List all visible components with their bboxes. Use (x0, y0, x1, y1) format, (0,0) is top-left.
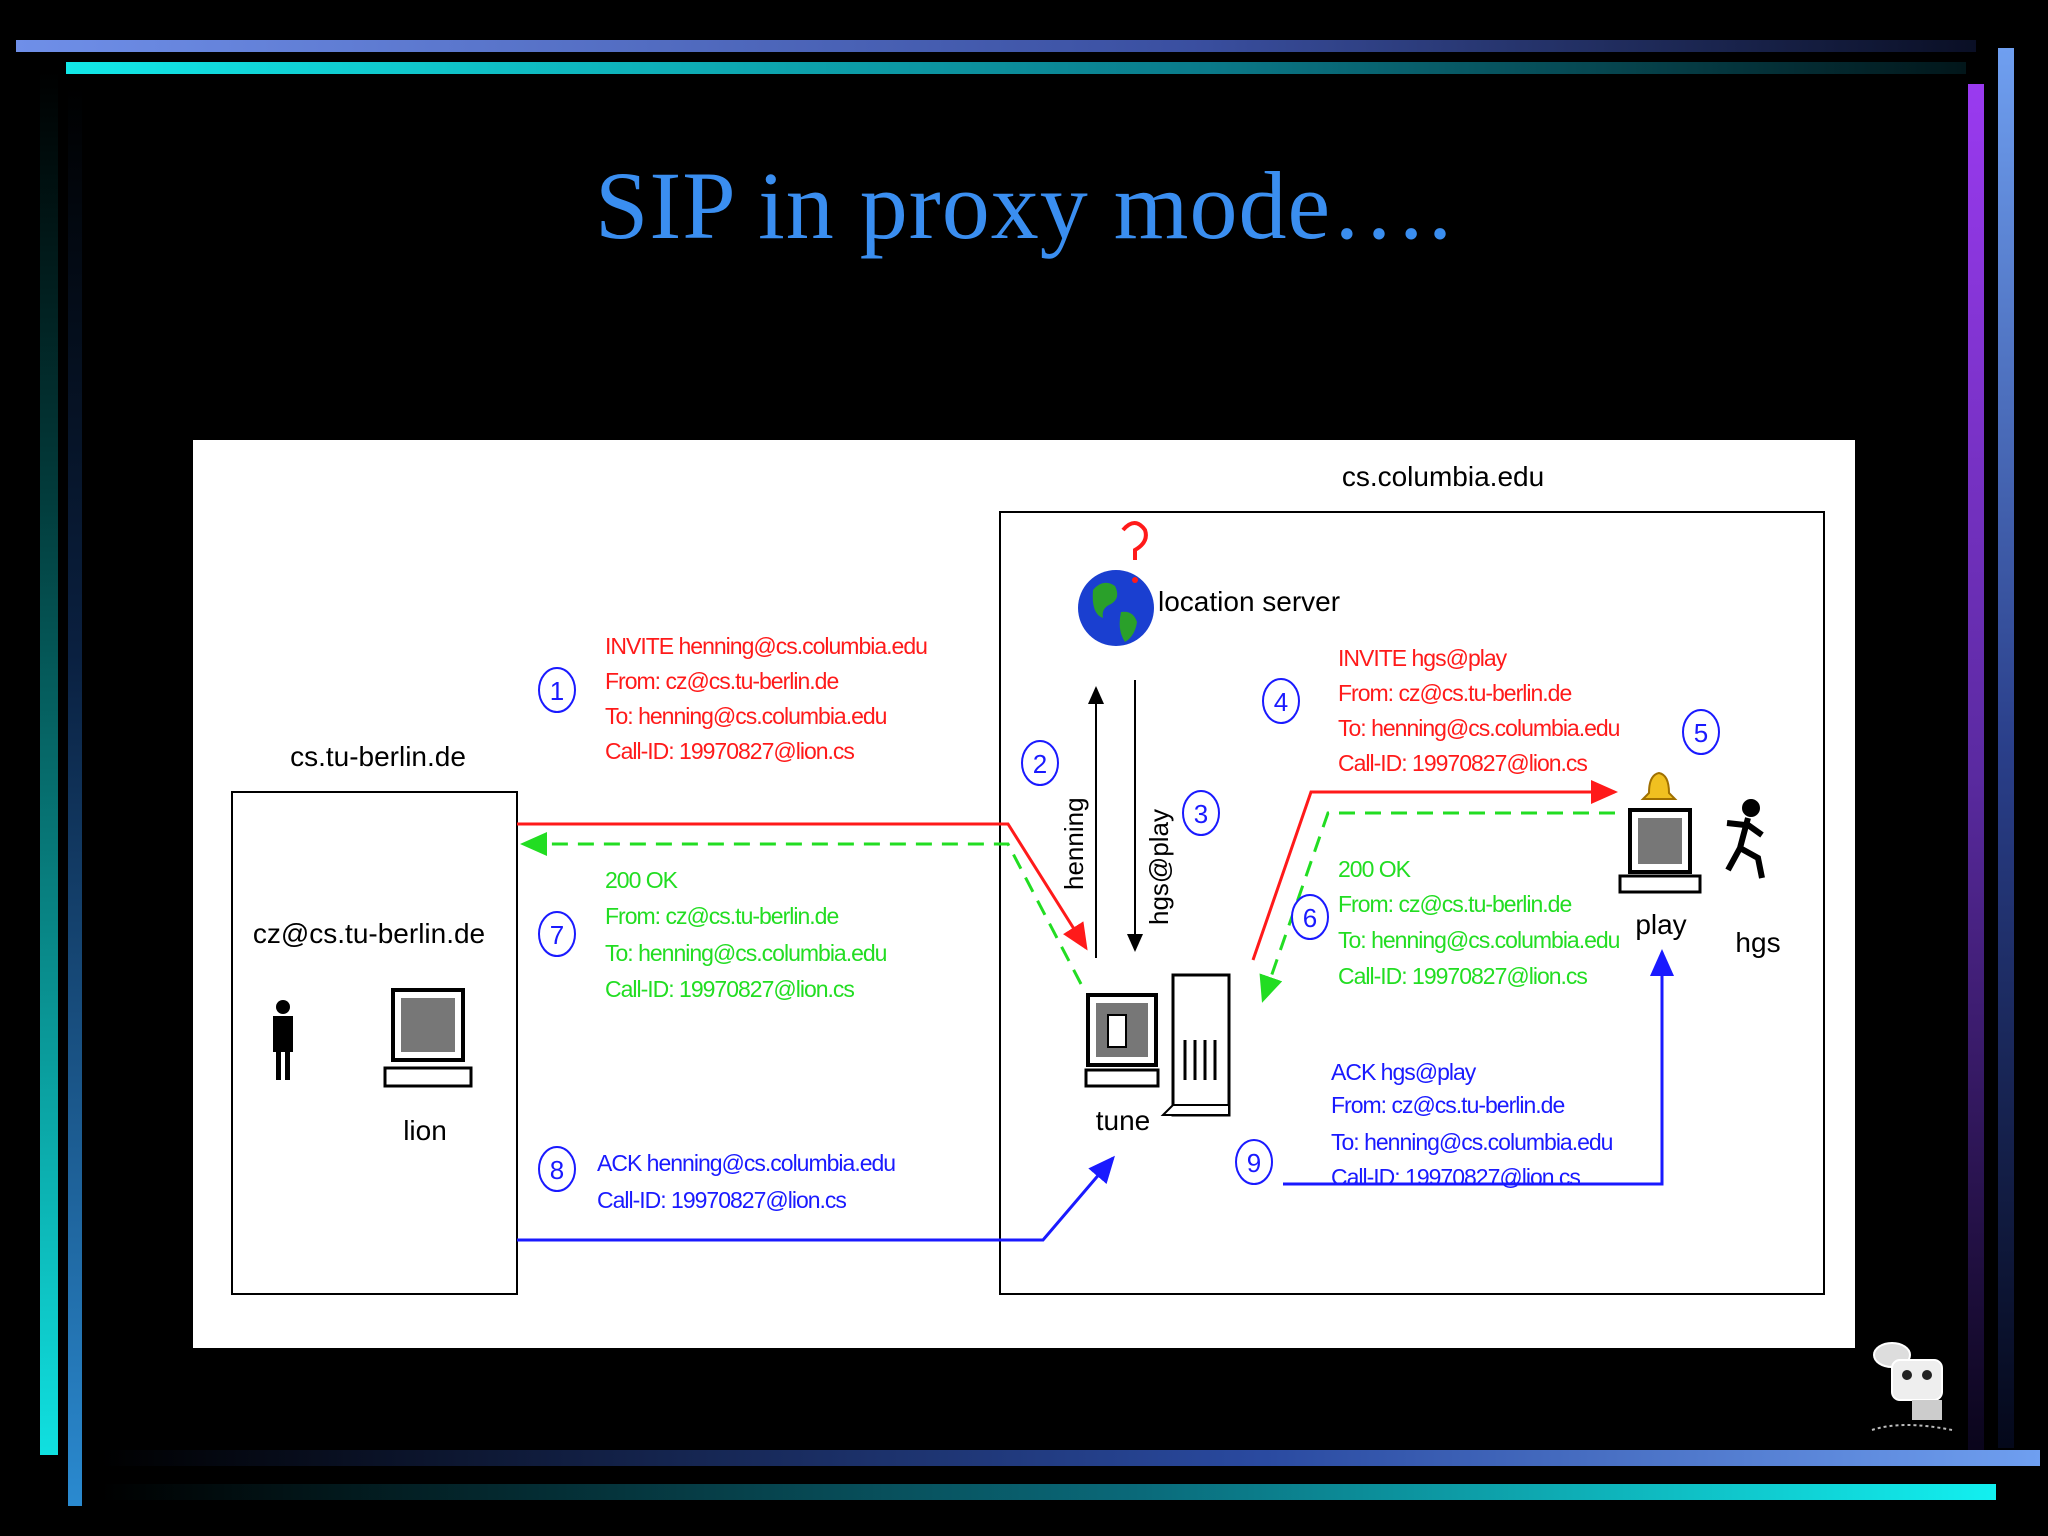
running-person-icon (1725, 799, 1765, 879)
frame-bar-right (1968, 84, 1984, 1464)
callee-host-label: play (1635, 909, 1686, 940)
svg-text:5: 5 (1694, 718, 1708, 748)
svg-text:Call-ID: 19970827@lion.cs: Call-ID: 19970827@lion.cs (605, 738, 854, 764)
svg-text:To: henning@cs.columbia.edu: To: henning@cs.columbia.edu (1331, 1129, 1613, 1155)
ok-message-7: 200 OK From: cz@cs.tu-berlin.de To: henn… (605, 867, 888, 1002)
frame-bar-left (40, 70, 58, 1455)
globe-icon (1078, 570, 1154, 646)
step-5-marker: 5 (1682, 709, 1720, 755)
invite-message-1: INVITE henning@cs.columbia.edu From: cz@… (605, 633, 928, 764)
ok-arrow-7 (520, 832, 1083, 985)
columbia-domain-box (999, 511, 1825, 1295)
frame-bar-right-outer (1998, 48, 2014, 1448)
step-4-marker: 4 (1262, 678, 1300, 724)
svg-text:From: cz@cs.tu-berlin.de: From: cz@cs.tu-berlin.de (605, 903, 838, 929)
sip-proxy-diagram: cs.tu-berlin.de cs.columbia.edu cz@cs.tu… (193, 440, 1855, 1348)
computer-icon (1084, 993, 1160, 1088)
svg-text:ACK henning@cs.columbia.edu: ACK henning@cs.columbia.edu (597, 1150, 895, 1176)
step-7-marker: 7 (538, 911, 576, 957)
svg-text:From: cz@cs.tu-berlin.de: From: cz@cs.tu-berlin.de (605, 668, 838, 694)
tu-berlin-domain-label: cs.tu-berlin.de (290, 741, 466, 772)
svg-text:7: 7 (550, 920, 564, 950)
frame-bar-top-inner (66, 62, 1966, 74)
person-icon (273, 1000, 293, 1080)
ok-arrow-6 (1259, 811, 1615, 1003)
svg-text:To: henning@cs.columbia.edu: To: henning@cs.columbia.edu (1338, 715, 1620, 741)
robot-icon (1871, 1342, 1953, 1431)
lookup-reply-label: hgs@play (1144, 809, 1174, 925)
tu-berlin-domain-box (231, 791, 518, 1295)
svg-text:Call-ID: 19970827@lion.cs: Call-ID: 19970827@lion.cs (605, 976, 854, 1002)
step-3-marker: 3 (1182, 790, 1220, 836)
svg-text:From: cz@cs.tu-berlin.de: From: cz@cs.tu-berlin.de (1338, 680, 1571, 706)
svg-text:INVITE hgs@play: INVITE hgs@play (1338, 645, 1508, 671)
frame-bar-top (16, 40, 1976, 52)
svg-text:2: 2 (1033, 749, 1047, 779)
callee-user-label: hgs (1735, 927, 1780, 958)
svg-text:Call-ID: 19970827@lion.cs: Call-ID: 19970827@lion.cs (597, 1187, 846, 1213)
frame-bar-bottom-inner (100, 1484, 1996, 1500)
bell-icon (1640, 771, 1678, 800)
ack-message-8: ACK henning@cs.columbia.edu Call-ID: 199… (597, 1150, 896, 1213)
step-1-marker: 1 (538, 667, 576, 713)
svg-text:1: 1 (550, 676, 564, 706)
ack-arrow-8 (517, 1155, 1115, 1242)
location-server-label: location server (1158, 586, 1340, 617)
frame-bar-left-inner (68, 86, 82, 1506)
caller-host-label: lion (403, 1115, 447, 1146)
svg-text:To: henning@cs.columbia.edu: To: henning@cs.columbia.edu (605, 940, 887, 966)
svg-text:To: henning@cs.columbia.edu: To: henning@cs.columbia.edu (1338, 927, 1620, 953)
invite-arrow-4 (1251, 780, 1618, 961)
caller-address: cz@cs.tu-berlin.de (253, 918, 485, 949)
server-tower-icon (1160, 973, 1231, 1117)
step-6-marker: 6 (1291, 894, 1329, 940)
invite-message-4: INVITE hgs@play From: cz@cs.tu-berlin.de… (1338, 645, 1621, 776)
svg-text:9: 9 (1247, 1148, 1261, 1178)
question-mark-icon (1121, 521, 1148, 560)
svg-text:To: henning@cs.columbia.edu: To: henning@cs.columbia.edu (605, 703, 887, 729)
svg-text:Call-ID: 19970827@lion.cs: Call-ID: 19970827@lion.cs (1331, 1164, 1580, 1190)
svg-text:6: 6 (1303, 903, 1317, 933)
svg-text:INVITE henning@cs.columbia.edu: INVITE henning@cs.columbia.edu (605, 633, 927, 659)
step-2-marker: 2 (1021, 740, 1059, 786)
svg-text:200 OK: 200 OK (605, 867, 679, 893)
step-8-marker: 8 (538, 1146, 576, 1192)
computer-icon (383, 988, 473, 1088)
lookup-query-label: henning (1059, 797, 1089, 890)
step-9-marker: 9 (1235, 1139, 1273, 1185)
ack-arrow-9 (1283, 949, 1674, 1186)
svg-text:8: 8 (550, 1155, 564, 1185)
svg-text:4: 4 (1274, 687, 1288, 717)
svg-text:From: cz@cs.tu-berlin.de: From: cz@cs.tu-berlin.de (1338, 891, 1571, 917)
slide-title: SIP in proxy mode…. (594, 152, 1454, 259)
svg-text:Call-ID: 19970827@lion.cs: Call-ID: 19970827@lion.cs (1338, 750, 1587, 776)
invite-arrow-1 (517, 822, 1088, 951)
svg-text:From: cz@cs.tu-berlin.de: From: cz@cs.tu-berlin.de (1331, 1092, 1564, 1118)
proxy-host-label: tune (1096, 1105, 1151, 1136)
computer-icon (1618, 808, 1702, 894)
svg-text:200 OK: 200 OK (1338, 856, 1412, 882)
svg-text:Call-ID: 19970827@lion.cs: Call-ID: 19970827@lion.cs (1338, 963, 1587, 989)
svg-text:3: 3 (1194, 799, 1208, 829)
columbia-domain-label: cs.columbia.edu (1342, 461, 1544, 492)
ok-message-6: 200 OK From: cz@cs.tu-berlin.de To: henn… (1338, 856, 1621, 989)
ack-message-9: ACK hgs@play From: cz@cs.tu-berlin.de To… (1331, 1059, 1614, 1190)
frame-bar-bottom (100, 1450, 2040, 1466)
svg-text:ACK hgs@play: ACK hgs@play (1331, 1059, 1477, 1085)
